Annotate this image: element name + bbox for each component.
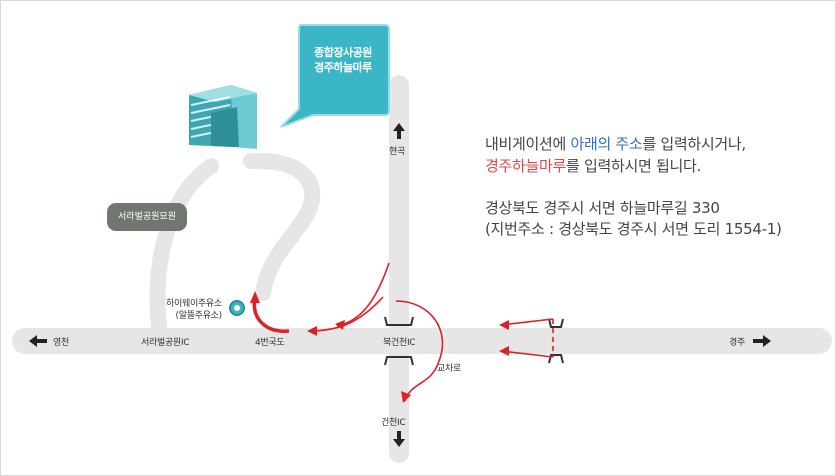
route-arrowhead — [499, 346, 509, 356]
info-address: 경상북도 경주시 서면 하늘마루길 330 — [485, 199, 720, 217]
route-arrowhead — [499, 320, 509, 330]
label-seorabeol-ic: 서라벌공원IC — [141, 338, 190, 348]
building-icon — [189, 85, 257, 149]
direction-arrows — [29, 123, 771, 447]
label-overpass: 교차로 — [437, 364, 461, 374]
road-facility-access — [243, 153, 321, 301]
info-line1-pre: 내비게이션에 — [485, 135, 571, 153]
gas-station-line2: (알뜰주유소) — [175, 311, 223, 321]
route-arrowhead — [335, 320, 345, 330]
gas-station-line1: 하이웨이주유소 — [166, 299, 222, 309]
road-park-access — [149, 158, 219, 349]
route-arrowhead — [401, 391, 411, 403]
label-hyeongok: 현곡 — [389, 147, 405, 157]
info-jibun-address: (지번주소 : 경상북도 경주시 서면 도리 1554-1) — [485, 220, 782, 238]
park-label-box — [107, 203, 187, 231]
info-line2-post: 를 입력하시면 됩니다. — [566, 157, 701, 175]
gas-station-marker-dot — [234, 305, 240, 311]
label-gyeongju: 경주 — [729, 338, 745, 348]
label-national-road: 4번국도 — [255, 338, 285, 348]
info-line1-post: 를 입력하시거나, — [642, 135, 746, 153]
arrow-left-icon — [29, 335, 47, 347]
gas-station-label: 하이웨이주유소 (알뜰주유소) — [166, 298, 222, 322]
ic-bracket-symbols — [384, 316, 564, 366]
route-arrowhead — [307, 326, 317, 336]
info-line2: 경주하늘마루를 입력하시면 됩니다. — [485, 155, 701, 176]
label-geoncheon-ic: 건천IC — [381, 418, 406, 428]
park-label: 서라벌공원묘원 — [118, 212, 176, 222]
label-buk-geoncheon-ic: 북건천IC — [383, 338, 416, 348]
destination-line1: 종합장사공원 — [314, 46, 372, 59]
info-line1-highlight: 아래의 주소 — [570, 135, 643, 153]
arrow-up-icon — [393, 123, 405, 139]
destination-label: 종합장사공원 경주하늘마루 — [301, 45, 385, 75]
arrow-down-icon — [393, 431, 405, 447]
label-yeongcheon: 영천 — [53, 338, 69, 348]
arrow-right-icon — [753, 335, 771, 347]
destination-line2: 경주하늘마루 — [314, 61, 372, 74]
info-line1: 내비게이션에 아래의 주소를 입력하시거나, — [485, 133, 746, 154]
info-line2-highlight: 경주하늘마루 — [485, 157, 567, 175]
route-arrowhead — [250, 291, 260, 303]
road-network — [12, 75, 832, 463]
destination-bubble — [280, 24, 390, 128]
